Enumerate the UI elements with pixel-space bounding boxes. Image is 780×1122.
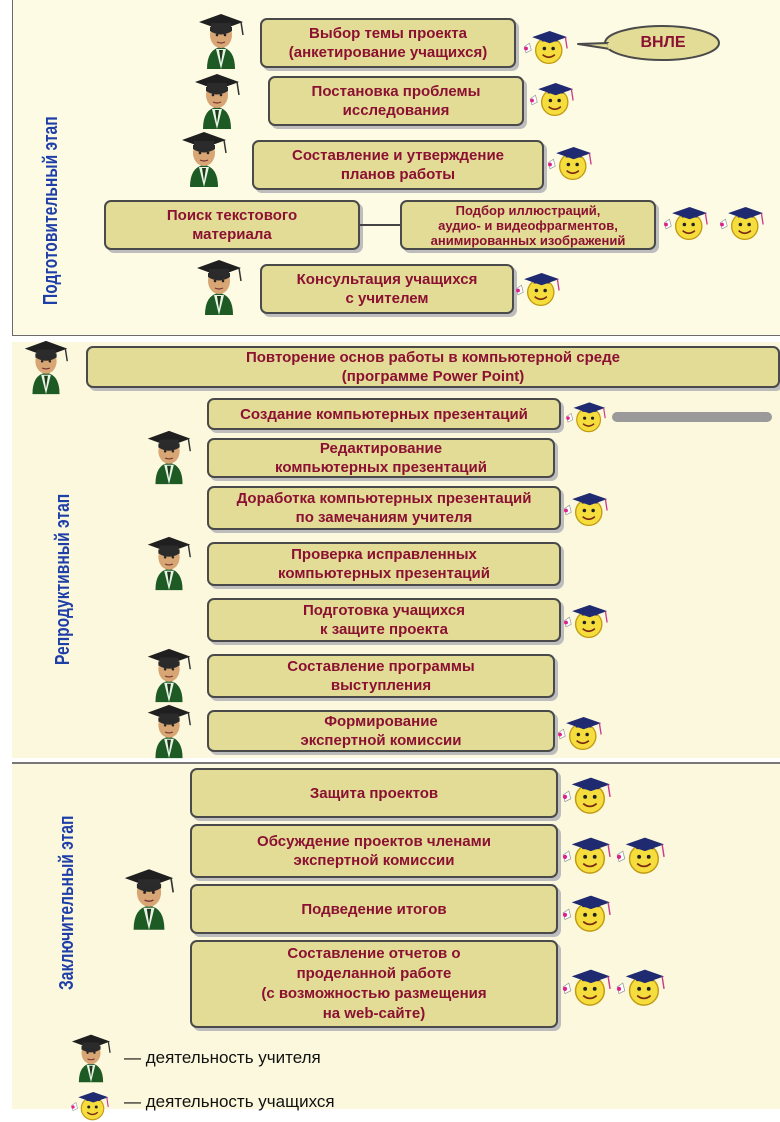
teacher-icon [141, 646, 197, 704]
student-icon [614, 962, 670, 1008]
step-reports: Составление отчетов о проделанной работе… [190, 940, 558, 1028]
step-project-discussion: Обсуждение проектов членами экспертной к… [190, 824, 558, 878]
teacher-icon [141, 702, 197, 760]
teacher-icon [118, 866, 180, 932]
student-icon [562, 598, 612, 640]
step-expert-commission: Формирование экспертной комиссии [207, 710, 555, 752]
final-stage-panel [12, 762, 780, 1109]
teacher-icon [176, 128, 232, 190]
student-icon [546, 140, 596, 182]
step-work-plans: Составление и утверждение планов работы [252, 140, 544, 190]
step-media-selection: Подбор иллюстраций, аудио- и видеофрагме… [400, 200, 656, 250]
connector-line [360, 224, 400, 226]
step-problem-statement: Постановка проблемы исследования [268, 76, 524, 126]
legend-student-text: — деятельность учащихся [124, 1092, 335, 1111]
step-summary: Подведение итогов [190, 884, 558, 934]
step-create-presentations: Создание компьютерных презентаций [207, 398, 561, 430]
student-icon [562, 486, 612, 528]
step-edit-presentations: Редактирование компьютерных презентаций [207, 438, 555, 478]
legend-student-icon [66, 1086, 116, 1122]
scroll-bar [612, 412, 772, 422]
reproductive-stage-label: Репродуктивный этап [52, 493, 74, 665]
step-consultation: Консультация учащихся с учителем [260, 264, 514, 314]
legend-teacher-text: — деятельность учителя [124, 1048, 321, 1067]
student-icon [556, 710, 606, 752]
step-check-presentations: Проверка исправленных компьютерных презе… [207, 542, 561, 586]
student-icon [522, 24, 572, 66]
step-prepare-defense: Подготовка учащихся к защите проекта [207, 598, 561, 642]
teacher-icon [18, 338, 74, 396]
step-choose-topic: Выбор темы проекта (анкетирование учащих… [260, 18, 516, 68]
teacher-icon [141, 428, 197, 486]
student-icon [560, 770, 616, 816]
teacher-icon [191, 256, 247, 318]
speech-oval-shape [577, 25, 720, 61]
student-icon [718, 200, 768, 242]
student-icon [560, 962, 616, 1008]
student-icon [614, 830, 670, 876]
step-project-defense: Защита проектов [190, 768, 558, 818]
student-icon [662, 200, 712, 242]
student-icon [560, 830, 616, 876]
student-icon [514, 266, 564, 308]
teacher-icon [141, 534, 197, 592]
preparatory-stage-label: Подготовительный этап [40, 116, 62, 305]
teacher-icon [189, 70, 245, 132]
step-power-point-basics: Повторение основ работы в компьютерной с… [86, 346, 780, 388]
oval-vnle: ВНЛЕ [640, 34, 686, 51]
step-revise-presentations: Доработка компьютерных презентаций по за… [207, 486, 561, 530]
student-icon [560, 888, 616, 934]
legend-teacher-icon [66, 1032, 116, 1084]
teacher-icon [193, 10, 249, 72]
step-text-search: Поиск текстового материала [104, 200, 360, 250]
student-icon [528, 76, 578, 118]
student-icon [562, 396, 612, 434]
step-speech-program: Составление программы выступления [207, 654, 555, 698]
final-stage-label: Заключительный этап [56, 815, 78, 990]
